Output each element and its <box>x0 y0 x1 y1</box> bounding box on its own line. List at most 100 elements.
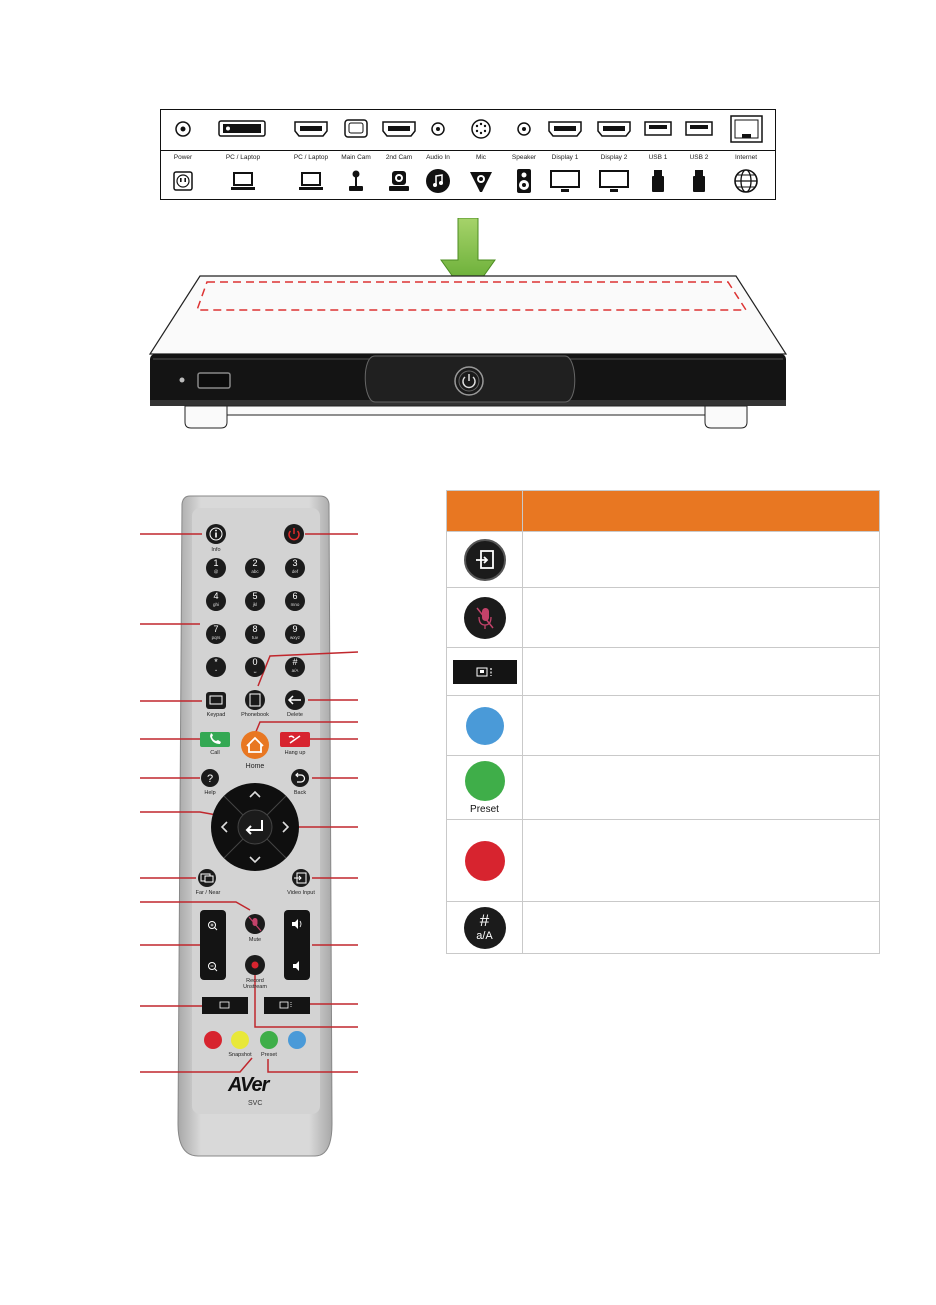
layout-right-button[interactable] <box>264 997 310 1014</box>
hdmi-port-2nd-cam <box>382 121 416 137</box>
blue-button-icon <box>465 706 504 745</box>
left-arrow-icon[interactable] <box>220 821 228 833</box>
table-desc-cell <box>522 819 880 902</box>
usb-port-2 <box>685 121 713 136</box>
key-2-letters: abc <box>251 569 259 574</box>
keypad-label: Keypad <box>206 712 226 718</box>
table-row <box>446 819 880 902</box>
key-hash-sub: a/A <box>291 668 299 673</box>
connector-panel: Power PC / Laptop PC / Laptop Main Cam 2… <box>160 109 776 200</box>
mic-port <box>471 119 491 139</box>
dvi-port <box>218 120 266 137</box>
green-button[interactable] <box>260 1031 278 1049</box>
table-header-icon-col <box>446 490 523 532</box>
speaker-icon <box>517 169 531 193</box>
table-icon-cell: Preset <box>446 755 523 820</box>
up-arrow-icon[interactable] <box>249 790 261 798</box>
keypad-button[interactable] <box>206 692 226 709</box>
phonebook-label: Phonebook <box>241 712 269 718</box>
table-desc-cell <box>522 755 880 820</box>
key-2-digit: 2 <box>252 558 258 568</box>
hash-key-icon: # a/A <box>463 906 506 949</box>
front-usb-slot <box>197 372 231 389</box>
home-label: Home <box>245 763 265 770</box>
laptop-icon <box>299 172 323 190</box>
yellow-button[interactable] <box>231 1031 249 1049</box>
table-row <box>446 695 880 756</box>
key-3-digit: 3 <box>292 558 298 568</box>
back-button[interactable] <box>291 769 309 787</box>
table-icon-cell <box>446 531 523 588</box>
button-description-table: Preset # a/A <box>446 490 880 954</box>
svg-text:?: ? <box>207 773 213 785</box>
table-desc-cell <box>522 695 880 756</box>
key-1[interactable]: 1@ <box>206 558 226 578</box>
key-hash[interactable]: #a/A <box>285 657 305 677</box>
usb-stick-icon <box>652 170 664 192</box>
port-label-speaker: Speaker <box>511 154 537 161</box>
key-9-digit: 9 <box>292 624 298 634</box>
delete-label: Delete <box>287 712 303 718</box>
music-note-icon <box>426 169 450 193</box>
mute-icon <box>463 596 506 639</box>
table-header-row <box>446 490 880 532</box>
zoom-rocker[interactable] <box>200 910 226 980</box>
phonebook-button[interactable] <box>245 690 265 710</box>
key-star[interactable]: *• <box>206 657 226 677</box>
home-button[interactable] <box>241 731 269 759</box>
green-button-icon <box>464 760 505 801</box>
key-7-letters: pqrs <box>211 635 221 640</box>
hdmi-port-display-2 <box>597 121 631 137</box>
help-button[interactable] <box>201 769 219 787</box>
table-row <box>446 647 880 696</box>
call-button[interactable] <box>200 732 230 747</box>
mute-label: Mute <box>248 937 262 943</box>
red-button[interactable] <box>204 1031 222 1049</box>
key-7-digit: 7 <box>213 624 219 634</box>
volume-rocker[interactable] <box>284 910 310 980</box>
remote-control: ? <box>140 494 370 1159</box>
table-row: Preset <box>446 755 880 820</box>
key-0[interactable]: 0␣ <box>245 657 265 677</box>
hash-key-symbol: # <box>479 910 490 930</box>
table-icon-cell <box>446 695 523 756</box>
power-port <box>175 121 191 137</box>
power-plug-icon <box>173 171 193 191</box>
usb-stick-icon <box>693 170 705 192</box>
layout-icon <box>452 659 517 684</box>
right-arrow-icon[interactable] <box>282 821 290 833</box>
monitor-icon <box>550 170 580 192</box>
port-label-internet: Internet <box>734 154 758 161</box>
model-name: SVC <box>248 1100 263 1107</box>
key-6-digit: 6 <box>292 591 298 601</box>
red-button-icon <box>464 840 505 881</box>
key-4-letters: ghi <box>212 602 219 607</box>
main-cam-port <box>344 119 368 138</box>
blue-button[interactable] <box>288 1031 306 1049</box>
key-3-letters: def <box>291 569 299 574</box>
key-8-digit: 8 <box>252 624 258 634</box>
audio-in-port <box>431 122 445 136</box>
down-arrow-key-icon[interactable] <box>249 856 261 864</box>
key-star-sub: • <box>215 668 217 673</box>
panel-divider <box>161 150 775 151</box>
help-label: Help <box>204 790 216 796</box>
layout-left-button[interactable] <box>202 997 248 1014</box>
port-label-usb-1: USB 1 <box>648 154 668 161</box>
port-label-display-1: Display 1 <box>551 154 579 161</box>
laptop-icon <box>231 172 255 190</box>
enter-button[interactable] <box>237 809 273 845</box>
preset-caption: Preset <box>470 803 499 815</box>
table-desc-cell <box>522 901 880 954</box>
port-label-2nd-cam: 2nd Cam <box>385 154 413 161</box>
key-1-letters: @ <box>213 569 219 574</box>
preset-label: Preset <box>261 1052 277 1058</box>
